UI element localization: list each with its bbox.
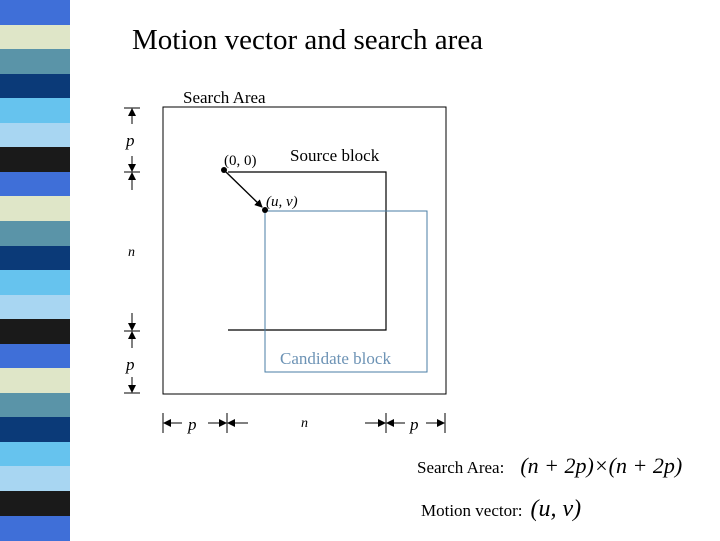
stripe-band [0, 171, 70, 197]
dim-n-horizontal-label: n [301, 416, 308, 431]
stripe-band [0, 515, 70, 541]
search-area-expression: (n + 2p)×(n + 2p) [520, 453, 683, 478]
source-block-label: Source block [290, 146, 380, 165]
vector-end-point [262, 207, 268, 213]
stripe-band [0, 441, 70, 468]
candidate-block [264, 210, 428, 373]
stripe-band [0, 417, 70, 443]
candidate-block-label: Candidate block [280, 349, 391, 368]
stripe-band [0, 98, 70, 124]
stripe-band [0, 343, 70, 369]
search-area-formula: Search Area: (n + 2p)×(n + 2p) [417, 453, 682, 479]
origin-label: (0, 0) [224, 153, 257, 169]
search-area-prefix: Search Area: [417, 458, 505, 477]
stripe-band [0, 24, 70, 50]
decorative-stripe [0, 0, 70, 541]
motion-vector-prefix: Motion vector: [421, 501, 523, 520]
vector-end-label: (u, v) [266, 194, 298, 210]
stripe-band [0, 196, 70, 222]
origin-point [221, 167, 227, 173]
stripe-band [0, 245, 70, 271]
motion-vector-arrow [225, 171, 263, 208]
stripe-band [0, 368, 70, 394]
dim-n-vertical-label: n [128, 245, 135, 260]
dim-p-right-label: p [409, 415, 419, 434]
dim-p-left-label: p [187, 415, 197, 434]
stripe-band [0, 73, 70, 99]
stripe-band [0, 0, 70, 26]
stripe-band [0, 392, 70, 418]
search-area-box [162, 106, 447, 395]
slide-title: Motion vector and search area [132, 24, 484, 56]
dim-p-top-label: p [125, 131, 135, 150]
search-area-label: Search Area [183, 88, 266, 107]
motion-vector-expression: (u, v) [530, 496, 582, 522]
stripe-band [0, 319, 70, 345]
motion-vector-formula: Motion vector: (u, v) [421, 496, 581, 523]
stripe-band [0, 122, 70, 148]
stripe-band [0, 270, 70, 296]
stripe-band [0, 466, 70, 492]
stripe-band [0, 220, 70, 247]
stripe-band [0, 294, 70, 320]
source-block [228, 171, 387, 331]
stripe-band [0, 49, 70, 75]
dim-p-bottom-label: p [125, 355, 135, 374]
stripe-band [0, 491, 70, 517]
stripe-band [0, 147, 70, 173]
